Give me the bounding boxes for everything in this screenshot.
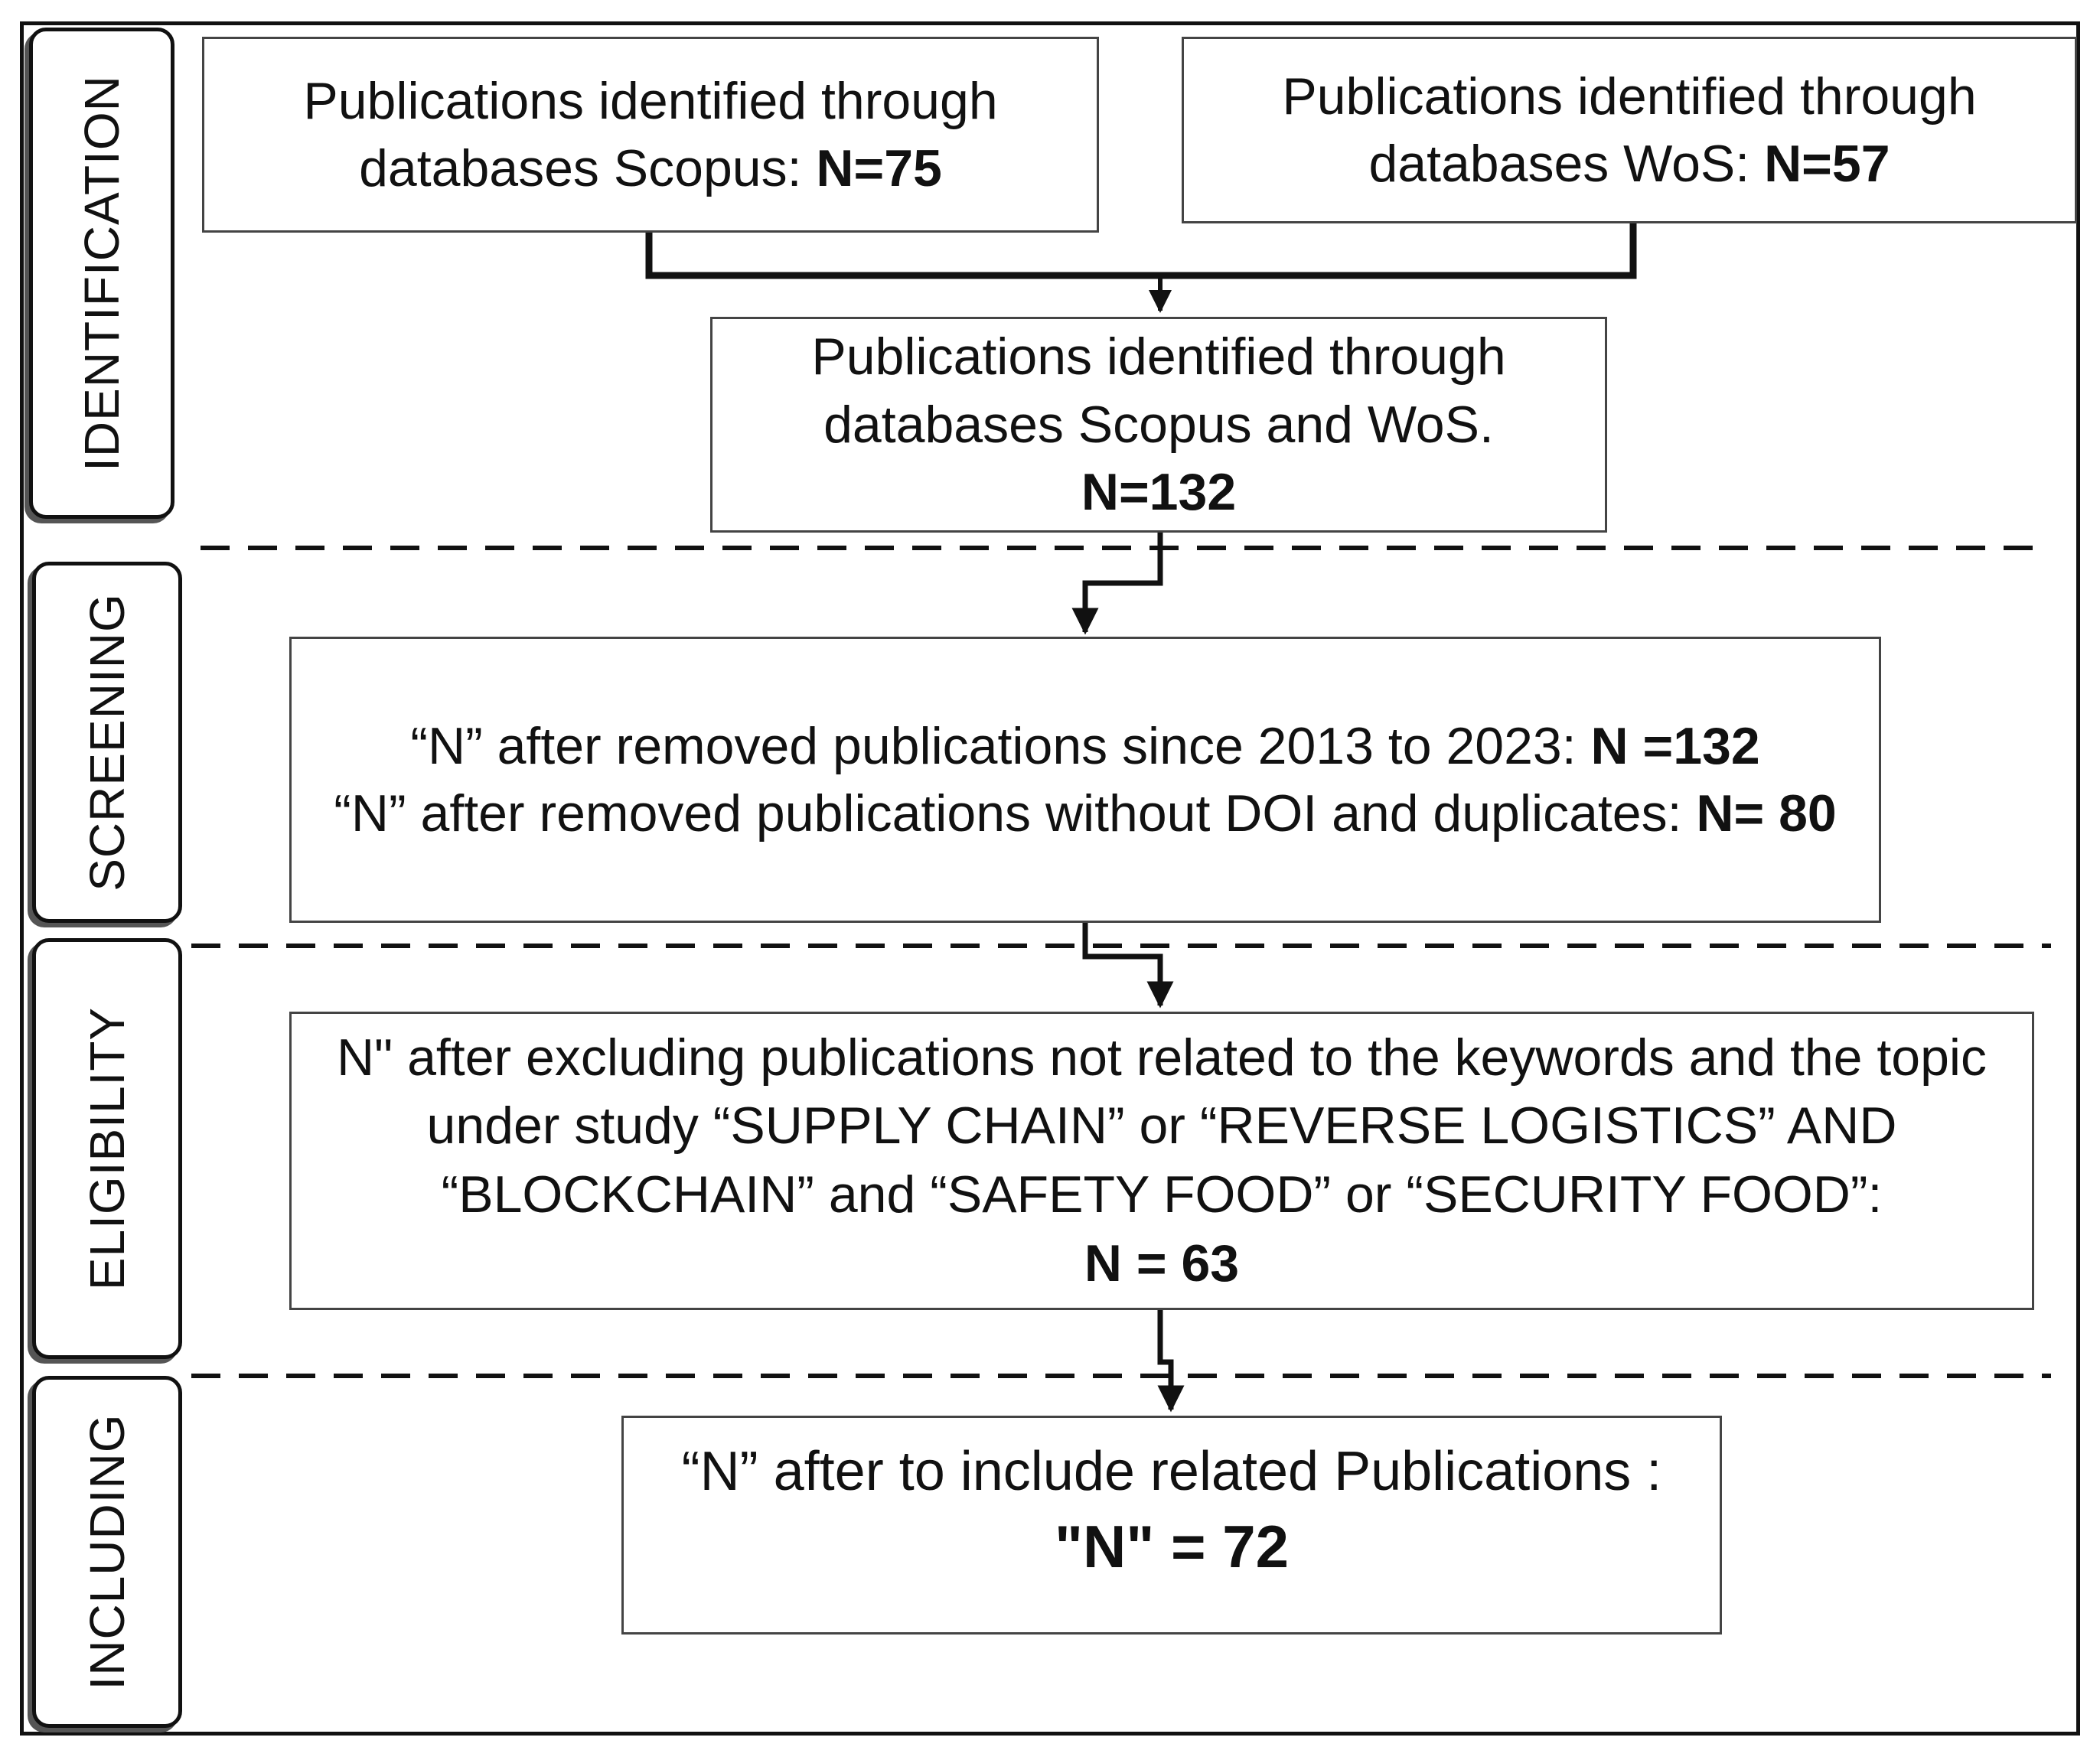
- screening-count-doi: N= 80: [1696, 784, 1837, 843]
- screening-count-date: N =132: [1590, 716, 1760, 775]
- screening-line1: “N” after removed publications since 201…: [410, 712, 1759, 780]
- stage-eligibility: ELIGIBILITY: [32, 938, 182, 1359]
- stage-screening-label: SCREENING: [80, 593, 135, 891]
- stage-identification: IDENTIFICATION: [29, 28, 174, 519]
- stage-screening: SCREENING: [32, 562, 182, 923]
- eligibility-count: N = 63: [1084, 1234, 1240, 1292]
- box-including: “N” after to include related Publication…: [621, 1416, 1722, 1635]
- including-count: "N" = 72: [1055, 1512, 1289, 1580]
- box-scopus: Publications identified through database…: [202, 37, 1099, 233]
- screening-line2: “N” after removed publications without D…: [334, 780, 1837, 847]
- diagram-frame: [20, 21, 2080, 1736]
- combined-count: N=132: [1081, 463, 1237, 522]
- arrow-to-eligibility: [1082, 923, 1174, 1009]
- connector-merge: [645, 223, 1637, 279]
- screening-line1-prefix: “N” after removed publications since 201…: [410, 716, 1591, 775]
- wos-count: N=57: [1764, 135, 1890, 193]
- eligibility-line3: “BLOCKCHAIN” and “SAFETY FOOD” or “SECUR…: [441, 1165, 1883, 1224]
- scopus-line1: Publications identified through: [303, 71, 998, 130]
- box-wos: Publications identified through database…: [1182, 37, 2077, 223]
- stage-including: INCLUDING: [32, 1376, 182, 1728]
- scopus-line2-prefix: databases Scopus:: [359, 139, 817, 197]
- wos-line2-prefix: databases WoS:: [1368, 135, 1765, 193]
- including-line1: “N” after to include related Publication…: [681, 1441, 1662, 1502]
- scopus-line2: databases Scopus: N=75: [359, 135, 942, 202]
- eligibility-line2: under study “SUPPLY CHAIN” or “REVERSE L…: [426, 1097, 1897, 1155]
- box-eligibility: N" after excluding publications not rela…: [289, 1012, 2034, 1310]
- wos-line1: Publications identified through: [1282, 67, 1977, 125]
- arrow-to-including: [1157, 1310, 1185, 1413]
- wos-line2: databases WoS: N=57: [1368, 130, 1890, 197]
- combined-line2: databases Scopus and WoS.: [823, 395, 1494, 454]
- eligibility-line1: N" after excluding publications not rela…: [336, 1028, 1988, 1087]
- scopus-count: N=75: [816, 139, 942, 197]
- box-combined: Publications identified through database…: [710, 317, 1607, 533]
- box-screening: “N” after removed publications since 201…: [289, 637, 1881, 923]
- screening-line2-prefix: “N” after removed publications without D…: [334, 784, 1697, 843]
- stage-eligibility-label: ELIGIBILITY: [80, 1006, 135, 1291]
- stage-identification-label: IDENTIFICATION: [74, 75, 129, 471]
- stage-including-label: INCLUDING: [80, 1413, 135, 1690]
- arrow-to-screening: [1071, 533, 1163, 635]
- combined-line1: Publications identified through: [811, 328, 1506, 386]
